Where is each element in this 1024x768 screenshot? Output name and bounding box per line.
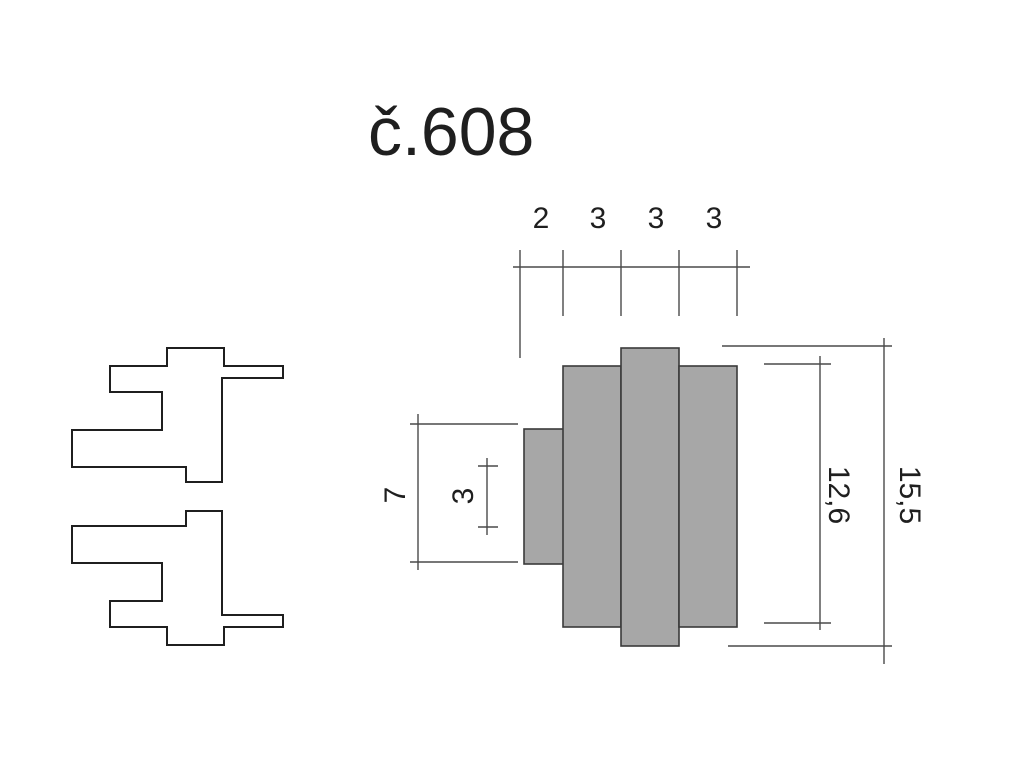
step-height-label: 7 [379,487,412,504]
width-label-4: 3 [706,202,723,235]
small-height-dimension [478,458,498,535]
step-block-3 [620,347,680,647]
drawing-title: č.608 [368,94,534,170]
inner-height-dimension [764,356,831,630]
profile-outline-icon [71,347,284,646]
small-height-label: 3 [447,488,480,505]
width-label-1: 2 [533,202,550,235]
total-height-dimension [722,338,892,664]
total-height-label: 15,5 [893,466,926,524]
lower-profile-outline [71,510,284,646]
step-block-4 [678,365,738,628]
width-label-3: 3 [648,202,665,235]
step-block-1 [523,428,565,565]
top-dimension-line [513,250,750,358]
step-block-2 [562,365,622,628]
upper-profile-outline [71,347,284,483]
cutter-block-icon [523,347,738,647]
width-label-2: 3 [590,202,607,235]
step-height-dimension [410,414,518,570]
inner-height-label: 12,6 [822,466,855,524]
